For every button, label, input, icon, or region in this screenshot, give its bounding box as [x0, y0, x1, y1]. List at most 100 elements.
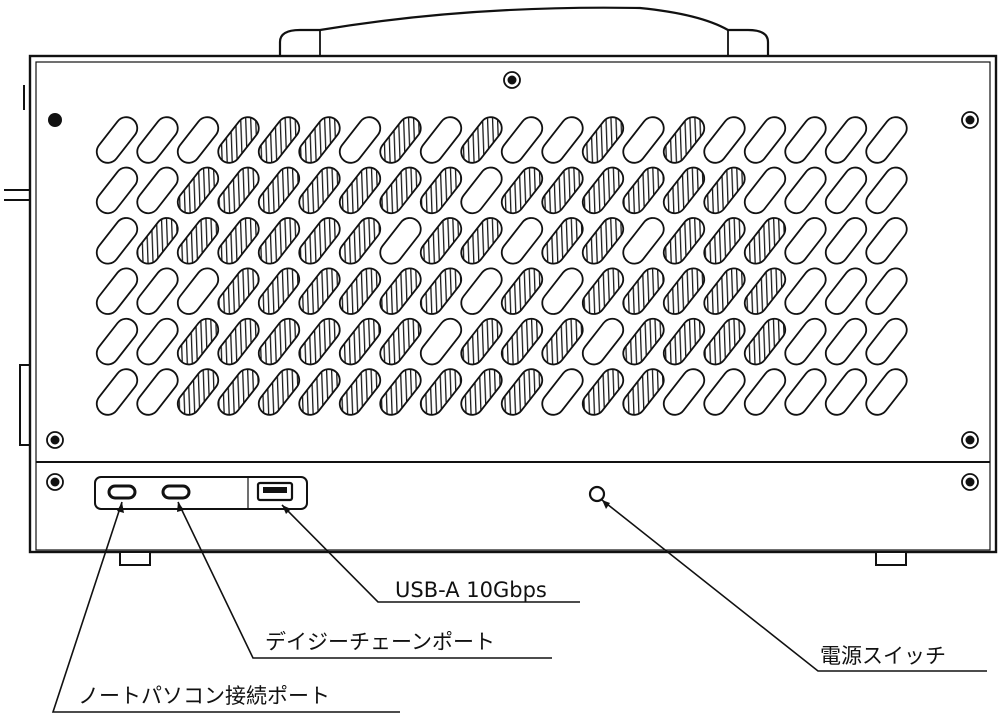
- vent-slot: [824, 267, 868, 315]
- vent-slot: [743, 166, 787, 215]
- laptop-usb-c-port: [107, 484, 137, 500]
- vent-slot: [136, 217, 179, 265]
- vent-slot: [338, 317, 382, 366]
- vent-slot: [500, 267, 544, 315]
- vent-slot: [743, 217, 787, 265]
- vent-slot: [581, 217, 625, 265]
- vent-slot: [784, 368, 827, 416]
- foot-left: [119, 551, 151, 566]
- callout-power-switch: 電源スイッチ: [820, 644, 946, 668]
- vent-slot: [460, 267, 503, 315]
- vent-slot: [662, 368, 706, 416]
- vent-slot: [176, 267, 220, 315]
- vent-slot: [298, 317, 341, 366]
- screw: [503, 71, 521, 89]
- vent-slot: [622, 368, 665, 416]
- vent-slot: [379, 267, 422, 315]
- vent-slot: [460, 116, 503, 164]
- vent-slot: [298, 166, 341, 215]
- vent-slot: [824, 317, 868, 366]
- vent-slot: [176, 166, 220, 215]
- vent-slot: [298, 267, 341, 315]
- screw: [46, 473, 64, 491]
- vent-slot: [95, 116, 139, 164]
- callout-arrowheads: [117, 500, 610, 514]
- vent-slot: [703, 368, 746, 416]
- vent-slot: [95, 217, 139, 265]
- vent-slot: [419, 217, 463, 265]
- vent-slot: [865, 317, 908, 366]
- vent-slot: [419, 116, 463, 164]
- vent-slot: [176, 368, 220, 416]
- vent-slot: [865, 368, 908, 416]
- vent-slot: [298, 116, 341, 164]
- vent-slot: [865, 217, 908, 265]
- leader-daisy-chain: [177, 501, 552, 659]
- daisy-chain-usb-c-port: [161, 484, 191, 500]
- vent-slot: [136, 267, 179, 315]
- vent-slot: [257, 317, 301, 366]
- callout-leaders: [51, 499, 987, 713]
- vent-slot: [257, 368, 301, 416]
- carry-handle: [278, 6, 770, 56]
- vent-slot: [784, 116, 827, 164]
- vent-slot: [379, 317, 422, 366]
- vent-slot: [338, 368, 382, 416]
- vent-slot: [95, 368, 139, 416]
- vent-slot: [743, 368, 787, 416]
- vent-slot: [500, 317, 544, 366]
- vent-slot: [541, 166, 584, 215]
- vent-slot: [581, 267, 625, 315]
- vent-slot: [743, 317, 787, 366]
- vent-slot: [703, 317, 746, 366]
- vent-slot: [257, 166, 301, 215]
- vent-slot: [95, 267, 139, 315]
- vent-slot: [541, 217, 584, 265]
- vent-slot: [176, 317, 220, 366]
- vent-slot: [500, 116, 544, 164]
- vent-slot: [460, 166, 503, 215]
- vent-slot: [622, 116, 665, 164]
- power-switch-button: [588, 485, 606, 503]
- vent-slot: [217, 217, 260, 265]
- vent-slot: [500, 368, 544, 416]
- vent-slot: [136, 116, 179, 164]
- vent-slot: [176, 217, 220, 265]
- vent-slot: [460, 317, 503, 366]
- arrow-power-switch: [602, 500, 610, 509]
- vent-slot: [622, 317, 665, 366]
- vent-slot: [541, 317, 584, 366]
- vent-slot: [541, 116, 584, 164]
- vent-slot: [217, 368, 260, 416]
- vent-slot: [662, 166, 706, 215]
- vent-slot: [379, 368, 422, 416]
- vent-slot: [824, 116, 868, 164]
- leader-laptop-port: [51, 501, 400, 713]
- side-connector: [19, 364, 31, 446]
- foot-right: [875, 551, 907, 566]
- vent-slot: [662, 267, 706, 315]
- vent-slot: [865, 166, 908, 215]
- vent-slot: [662, 116, 706, 164]
- vent-slot: [541, 267, 584, 315]
- vent-slot: [784, 267, 827, 315]
- vent-slot: [217, 116, 260, 164]
- vent-slot: [419, 368, 463, 416]
- vent-slot: [257, 116, 301, 164]
- vent-slot: [703, 217, 746, 265]
- callout-laptop-connection-port: ノートパソコン接続ポート: [78, 684, 330, 708]
- vent-slot: [257, 217, 301, 265]
- vent-slot: [217, 267, 260, 315]
- usb-a-port-tongue: [263, 487, 287, 493]
- vent-slot: [257, 267, 301, 315]
- vent-slot: [338, 267, 382, 315]
- vent-slot: [338, 166, 382, 215]
- vent-slot: [136, 317, 179, 366]
- vent-slot: [419, 317, 463, 366]
- vent-slot: [217, 166, 260, 215]
- vent-slot: [500, 217, 544, 265]
- vent-slot: [622, 217, 665, 265]
- vent-slot: [743, 116, 787, 164]
- vent-slot: [460, 217, 503, 265]
- vent-slot: [865, 116, 908, 164]
